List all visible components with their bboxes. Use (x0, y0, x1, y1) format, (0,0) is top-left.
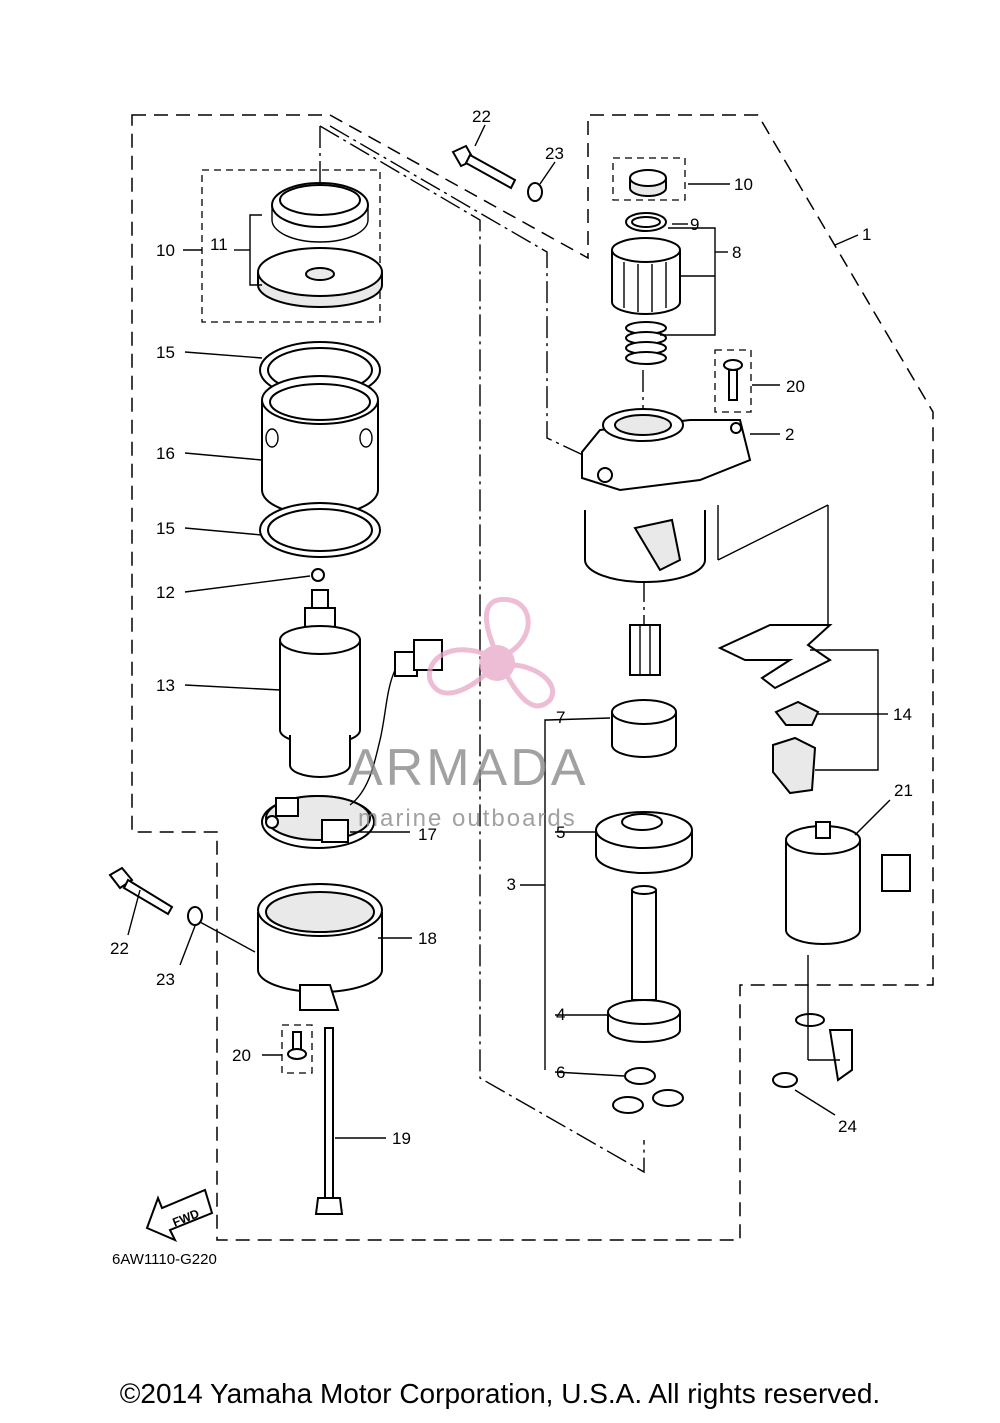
rear-cover (257, 883, 383, 1011)
callout-8: 8 (732, 243, 741, 262)
cable-terminal (795, 1013, 853, 1082)
callout-15-upper: 15 (156, 343, 175, 362)
washer-left (187, 906, 203, 926)
callout-3: 3 (507, 875, 516, 894)
stopper-ring (625, 212, 667, 232)
callout-4: 4 (556, 1005, 565, 1024)
callout-23-bottom: 23 (156, 970, 175, 989)
bolt-top (451, 144, 517, 190)
screw-upper (723, 359, 743, 401)
brush-small (774, 700, 820, 726)
seal-kit-box (201, 169, 381, 323)
callout-22-bottom: 22 (110, 939, 129, 958)
seal-ring (271, 182, 369, 243)
callout-21: 21 (894, 781, 913, 800)
internal-gear (595, 811, 693, 874)
front-bracket (581, 408, 752, 583)
hex-nut (772, 1072, 798, 1088)
callout-11: 11 (210, 235, 228, 254)
callout-9: 9 (690, 215, 699, 234)
o-ring-lower (259, 502, 381, 558)
callout-17: 17 (418, 825, 437, 844)
callout-5: 5 (556, 823, 565, 842)
callout-24: 24 (838, 1117, 857, 1136)
callout-13: 13 (156, 676, 175, 695)
yoke-housing (261, 375, 379, 516)
washer-plate (257, 247, 383, 308)
callout-12: 12 (156, 583, 175, 602)
bolt-left (108, 866, 174, 916)
callout-18: 18 (418, 929, 437, 948)
brush-clip (717, 624, 833, 690)
through-bolt (314, 1027, 344, 1215)
callout-22-top: 22 (472, 107, 491, 126)
copyright-notice: ©2014 Yamaha Motor Corporation, U.S.A. A… (119, 1378, 881, 1409)
leader-lines (127, 124, 891, 1139)
fwd-arrow: FWD (145, 1188, 214, 1242)
callout-19: 19 (392, 1129, 411, 1148)
drive-shaft (611, 624, 677, 758)
center-line-right (329, 125, 584, 456)
center-line-left (319, 125, 645, 1174)
callout-1: 1 (862, 225, 871, 244)
rubber-cap (629, 169, 667, 197)
callout-2: 2 (785, 425, 794, 444)
starter-relay (785, 821, 911, 945)
callout-23-top: 23 (545, 144, 564, 163)
steel-ball (311, 568, 325, 582)
planet-gears (612, 1067, 684, 1114)
pinion-gear (611, 237, 681, 315)
callout-7: 7 (556, 708, 565, 727)
callout-20-upper: 20 (786, 377, 805, 396)
callout-15-lower: 15 (156, 519, 175, 538)
lead-wire (349, 639, 443, 806)
assembly-boundary (131, 114, 934, 1241)
diagram-code: 6AW1110-G220 (112, 1251, 217, 1268)
brush-large (772, 736, 817, 795)
cap-box (612, 157, 686, 201)
callout-16: 16 (156, 444, 175, 463)
watermark-brand: ARMADA (348, 739, 588, 797)
callout-14: 14 (893, 705, 912, 724)
watermark-tagline: marine outboards (358, 805, 577, 832)
armature (279, 589, 361, 778)
washer-top (527, 182, 543, 202)
callout-10-left: 10 (156, 241, 175, 260)
callout-10-right: 10 (734, 175, 753, 194)
callout-20-lower: 20 (232, 1046, 251, 1065)
callout-6: 6 (556, 1063, 565, 1082)
watermark-logo (426, 596, 555, 709)
screw-lower (287, 1031, 307, 1060)
return-spring (625, 321, 667, 365)
screw-box-lower (281, 1024, 313, 1074)
brush-holder (261, 795, 375, 849)
planetary-shaft (607, 885, 681, 1043)
screw-box-upper (714, 349, 752, 413)
